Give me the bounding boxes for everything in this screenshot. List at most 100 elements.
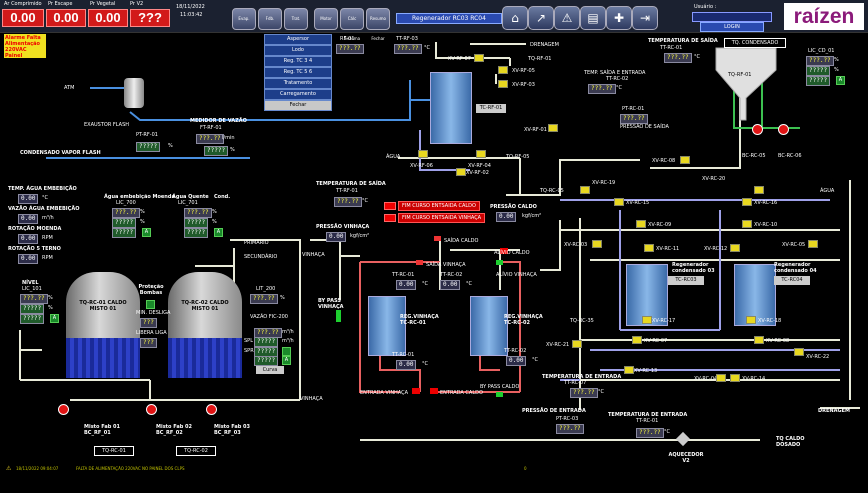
report-icon[interactable]: ▤ bbox=[580, 6, 606, 30]
temp-agua-emb-unit: °C bbox=[42, 195, 48, 201]
tq-rc01-button[interactable]: TQ-RC-01 bbox=[94, 446, 134, 456]
bc-rc05-pump[interactable] bbox=[752, 124, 763, 135]
tq-rc02-button[interactable]: TQ-RC-02 bbox=[176, 446, 216, 456]
temp-saida-entrada-label: TEMP. SAÍDA E ENTRADA bbox=[584, 70, 646, 76]
menu-fechar[interactable]: Fechar bbox=[264, 100, 332, 111]
libera-liga-label: LIBERA LIGA bbox=[136, 330, 167, 336]
saida-caldo-valve[interactable] bbox=[434, 236, 441, 241]
fim1-label: FIM CURSO ENTSAIDA CALDO bbox=[398, 201, 480, 211]
saida-vinhaca-valve[interactable] bbox=[416, 260, 423, 265]
xv-rc19-valve[interactable] bbox=[580, 186, 590, 194]
xv-rc20-valve[interactable] bbox=[754, 186, 764, 194]
nav-fdb-button[interactable]: Fdb. bbox=[258, 8, 282, 30]
xv-rc09-valve[interactable] bbox=[636, 220, 646, 228]
reg-vinhaca-tc-rc01[interactable] bbox=[368, 296, 406, 356]
fic200-stars: ????? bbox=[254, 356, 279, 366]
trend-icon[interactable]: ↗ bbox=[528, 6, 554, 30]
ttrc02b-label: TT-RC-02 bbox=[440, 272, 463, 278]
xv-rf06-label: XV-RF-06 bbox=[410, 163, 433, 169]
xv-rc12-valve[interactable] bbox=[730, 244, 740, 252]
login-button[interactable]: LOGIN bbox=[700, 22, 764, 32]
pressao-caldo-label: PRESSÃO CALDO bbox=[490, 204, 537, 210]
tc-rc03-exchanger[interactable] bbox=[626, 264, 668, 326]
bypass-caldo-valve[interactable] bbox=[496, 392, 503, 397]
xv-rc08-valve[interactable] bbox=[680, 156, 690, 164]
xv-rc22-valve[interactable] bbox=[794, 348, 804, 356]
stat-label-air: Ar Comprimido bbox=[4, 1, 42, 7]
lic-cd01-pct-unit: % bbox=[834, 67, 839, 73]
pressao-vinhaca-unit: kgf/cm² bbox=[350, 233, 370, 239]
bc-rf02-pump[interactable] bbox=[146, 404, 157, 415]
menu-lodo[interactable]: Lodo bbox=[264, 45, 332, 56]
lic701-auto-button[interactable]: A bbox=[214, 228, 223, 237]
menu-carregamento[interactable]: Carregamento bbox=[264, 89, 332, 100]
xv-rc14-valve[interactable] bbox=[730, 374, 740, 382]
tt-rc07-label: TT-RC-07 bbox=[564, 380, 587, 386]
xv-rc20-label: XV-RC-20 bbox=[702, 176, 726, 182]
tt-rf01-value: ???.?? bbox=[334, 197, 362, 207]
tc-rc04-exchanger[interactable] bbox=[734, 264, 776, 326]
nav-motor-button[interactable]: Motor bbox=[314, 8, 338, 30]
lic701-value: ???.?? bbox=[184, 208, 212, 218]
protecao-button[interactable] bbox=[146, 300, 155, 309]
bc-rf03-pump[interactable] bbox=[206, 404, 217, 415]
xv-rc17-valve[interactable] bbox=[642, 316, 652, 324]
xv-rc16-label: XV-RC-16 bbox=[754, 200, 778, 206]
lic101-auto-button[interactable]: A bbox=[50, 314, 59, 323]
home-icon[interactable]: ⌂ bbox=[502, 6, 528, 30]
reg-vinhaca-tc-rc02[interactable] bbox=[470, 296, 508, 356]
xv-rc04-valve[interactable] bbox=[716, 374, 726, 382]
menu-tratamento[interactable]: Tratamento bbox=[264, 78, 332, 89]
xv-rc08b-valve[interactable] bbox=[754, 336, 764, 344]
xv-rc05-valve[interactable] bbox=[808, 240, 818, 248]
xv-rf04-valve[interactable] bbox=[476, 150, 486, 158]
nav-resumo-button[interactable]: Resumo Fechar bbox=[366, 8, 390, 41]
tc-rf01-exchanger[interactable] bbox=[430, 72, 472, 144]
curva-button[interactable]: Curva bbox=[256, 366, 284, 374]
bypass-vinhaca-valve[interactable] bbox=[336, 310, 341, 322]
bc-rc06-pump[interactable] bbox=[778, 124, 789, 135]
alivio-caldo-valve[interactable] bbox=[496, 260, 503, 265]
misto3-label: Misto Fab 03 BC_RF_03 bbox=[214, 424, 251, 436]
lic700-auto-button[interactable]: A bbox=[142, 228, 151, 237]
nav-evap-button[interactable]: Evap. bbox=[232, 8, 256, 30]
stat-label-escape: Pr Escape bbox=[48, 1, 73, 7]
ttrf03-unit: °C bbox=[424, 45, 430, 51]
logout-icon[interactable]: ⇥ bbox=[632, 6, 658, 30]
pressao-vinhaca-label: PRESSÃO VINHAÇA bbox=[316, 224, 370, 230]
menu-reg-tc56[interactable]: Reg. TC 5 6 bbox=[264, 67, 332, 78]
lic-cd01-auto-button[interactable]: A bbox=[836, 76, 845, 85]
xv-rc16-valve[interactable] bbox=[742, 198, 752, 206]
spr-button[interactable] bbox=[282, 347, 291, 356]
warning-icon: ⚠ bbox=[6, 465, 12, 472]
xv-rc21-valve[interactable] bbox=[572, 340, 582, 348]
xv-rf01-valve[interactable] bbox=[548, 124, 558, 132]
menu-aspersor[interactable]: Aspersor bbox=[264, 34, 332, 45]
xv-rc07-valve[interactable] bbox=[632, 336, 642, 344]
xv-rc13-valve[interactable] bbox=[624, 366, 634, 374]
xv-rc18-valve[interactable] bbox=[746, 316, 756, 324]
xv-rf06-valve[interactable] bbox=[418, 150, 428, 158]
nav-trat-button[interactable]: Trat. bbox=[284, 8, 308, 30]
xv-rc11-label: XV-RC-11 bbox=[656, 246, 680, 252]
bc-rf01-pump[interactable] bbox=[58, 404, 69, 415]
xv-rf03-valve[interactable] bbox=[498, 80, 508, 88]
agua-right-label: ÁGUA bbox=[820, 188, 835, 194]
lic101-stars: ????? bbox=[20, 314, 45, 324]
xv-rc15-valve[interactable] bbox=[614, 198, 624, 206]
xv-rf07-valve[interactable] bbox=[474, 54, 484, 62]
nav-calc-button[interactable]: Cálc Sistema bbox=[340, 8, 364, 41]
lic700-label: LIC_700 bbox=[116, 200, 136, 206]
xv-rf02-valve[interactable] bbox=[456, 168, 466, 176]
xv-rc10-valve[interactable] bbox=[742, 220, 752, 228]
plus-icon[interactable]: ✚ bbox=[606, 6, 632, 30]
fic200-auto-button[interactable]: A bbox=[282, 356, 291, 365]
alarm-icon[interactable]: ⚠ bbox=[554, 6, 580, 30]
primario-label: PRIMÁRIO bbox=[244, 240, 269, 246]
xv-rf05-valve[interactable] bbox=[498, 66, 508, 74]
xv-rc03-valve[interactable] bbox=[592, 240, 602, 248]
ttrc02c-unit: °C bbox=[532, 357, 538, 363]
xv-rc11-valve[interactable] bbox=[644, 244, 654, 252]
entrada-vinhaca-label: ENTRADA VINHAÇA bbox=[360, 390, 409, 396]
menu-reg-tc34[interactable]: Reg. TC 3 4 bbox=[264, 56, 332, 67]
